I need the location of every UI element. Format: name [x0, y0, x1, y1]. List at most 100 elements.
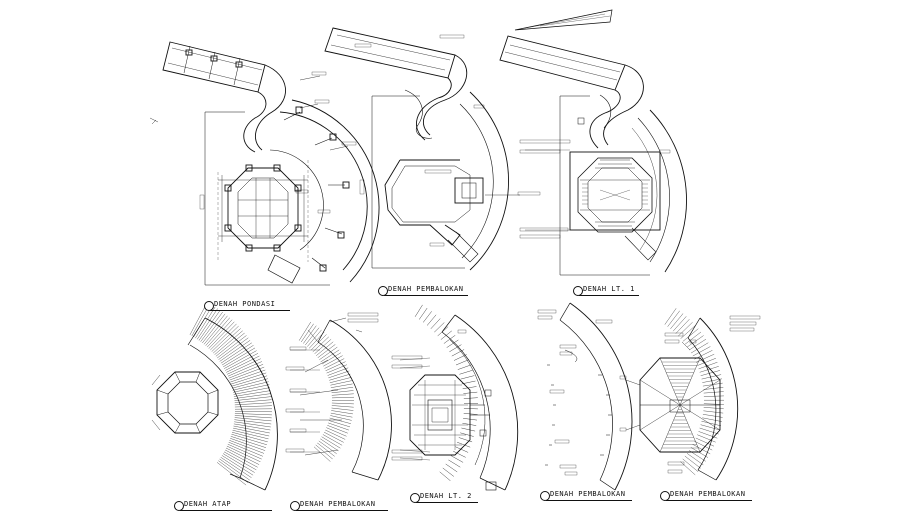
hatch-line	[681, 325, 696, 338]
caption-underline	[416, 502, 478, 503]
caption-denah-atap: DENAH ATAP	[184, 500, 231, 508]
plan-lt1	[500, 10, 687, 275]
caption-denah-pembalokan-top: DENAH PEMBALOKAN	[388, 285, 463, 293]
hatch-line	[218, 461, 248, 483]
hatch-line	[461, 428, 475, 431]
hatch-line	[332, 408, 354, 411]
plan-atap	[152, 302, 277, 490]
hatch-line	[455, 447, 468, 453]
hatch-line	[328, 423, 349, 430]
hatch-line	[460, 433, 474, 437]
hatch-line	[328, 371, 349, 378]
hatch-line	[220, 340, 250, 361]
hatch-line	[689, 339, 706, 350]
hatch-line	[440, 472, 451, 481]
hatch-line	[697, 358, 716, 365]
hatch-line	[330, 418, 351, 424]
hatch-line	[423, 311, 432, 322]
hatch-line	[235, 411, 272, 412]
hatch-line	[231, 436, 266, 447]
hatch-line	[446, 464, 458, 472]
hatch-line	[461, 376, 475, 380]
plan-lt2	[392, 305, 518, 490]
hatch-line	[221, 457, 252, 478]
hatch-line	[673, 316, 686, 331]
hatch-line	[687, 453, 703, 465]
hatch-line	[704, 396, 724, 397]
plan-pembalokan-bottom-a	[286, 313, 391, 480]
hatch-line	[448, 460, 460, 467]
caption-underline	[666, 500, 752, 501]
hatch-line	[676, 319, 690, 333]
hatch-line	[680, 462, 695, 475]
hatch-line	[451, 456, 463, 463]
hatch-line	[234, 391, 271, 397]
hatch-line	[222, 345, 253, 365]
hatch-line	[330, 416, 351, 421]
hatch-line	[459, 370, 472, 374]
hatch-line	[235, 413, 272, 415]
caption-denah-pembalokan-bottom-c: DENAH PEMBALOKAN	[670, 490, 745, 498]
hatch-line	[197, 309, 218, 340]
hatch-line	[699, 431, 718, 438]
hatch-line	[704, 407, 724, 409]
hatch-line	[332, 403, 354, 404]
hatch-line	[693, 347, 711, 357]
hatch-line	[332, 406, 354, 408]
hatch-line	[314, 447, 330, 462]
hatch-line	[683, 459, 698, 472]
hatch-line	[234, 422, 271, 427]
caption-underline	[210, 310, 290, 311]
hatch-line	[702, 421, 722, 426]
hatch-line	[665, 308, 676, 324]
hatch-line	[427, 315, 436, 326]
hatch-line	[685, 332, 701, 344]
hatch-line	[670, 314, 683, 329]
hatch-line	[464, 413, 478, 414]
hatch-line	[303, 326, 316, 344]
hatch-line	[685, 456, 701, 468]
caption-denah-pembalokan-bottom-a: DENAH PEMBALOKAN	[300, 500, 375, 508]
hatch-line	[232, 432, 268, 442]
hatch-line	[313, 337, 329, 352]
caption-denah-lt2: DENAH LT. 2	[420, 492, 472, 500]
hatch-line	[419, 308, 427, 320]
caption-underline	[546, 500, 632, 501]
hatch-line	[315, 339, 332, 354]
hatch-line	[464, 408, 478, 409]
hatch-line	[702, 418, 722, 422]
hatch-line	[456, 360, 469, 365]
plan-pembalokan-top	[325, 28, 540, 270]
hatch-line	[704, 404, 724, 405]
hatch-line	[322, 437, 341, 449]
hatch-line	[316, 342, 333, 356]
hatch-line	[463, 387, 477, 389]
hatch-line	[235, 403, 272, 405]
hatch-line	[230, 438, 265, 450]
hatch-line	[319, 347, 337, 360]
hatch-line	[328, 368, 349, 376]
hatch-line	[199, 310, 220, 340]
hatch-line	[235, 416, 272, 418]
hatch-line	[234, 394, 271, 399]
hatch-line	[332, 397, 354, 398]
hatch-line	[415, 305, 422, 317]
hatch-line	[301, 324, 313, 342]
caption-underline	[384, 295, 468, 296]
plan-pondasi	[150, 42, 379, 285]
hatch-line	[462, 423, 476, 425]
hatch-line	[699, 362, 718, 369]
hatch-line	[220, 459, 250, 480]
hatch-line	[319, 441, 337, 454]
plan-pembalokan-bottom-b	[538, 303, 632, 490]
hatch-line	[221, 343, 252, 363]
hatch-line	[231, 373, 266, 384]
caption-underline	[180, 510, 272, 511]
hatch-line	[704, 392, 724, 394]
hatch-line	[305, 328, 319, 345]
hatch-line	[443, 468, 454, 477]
hatch-line	[329, 374, 350, 380]
hatch-line	[234, 424, 271, 430]
caption-denah-pondasi: DENAH PONDASI	[214, 300, 275, 308]
